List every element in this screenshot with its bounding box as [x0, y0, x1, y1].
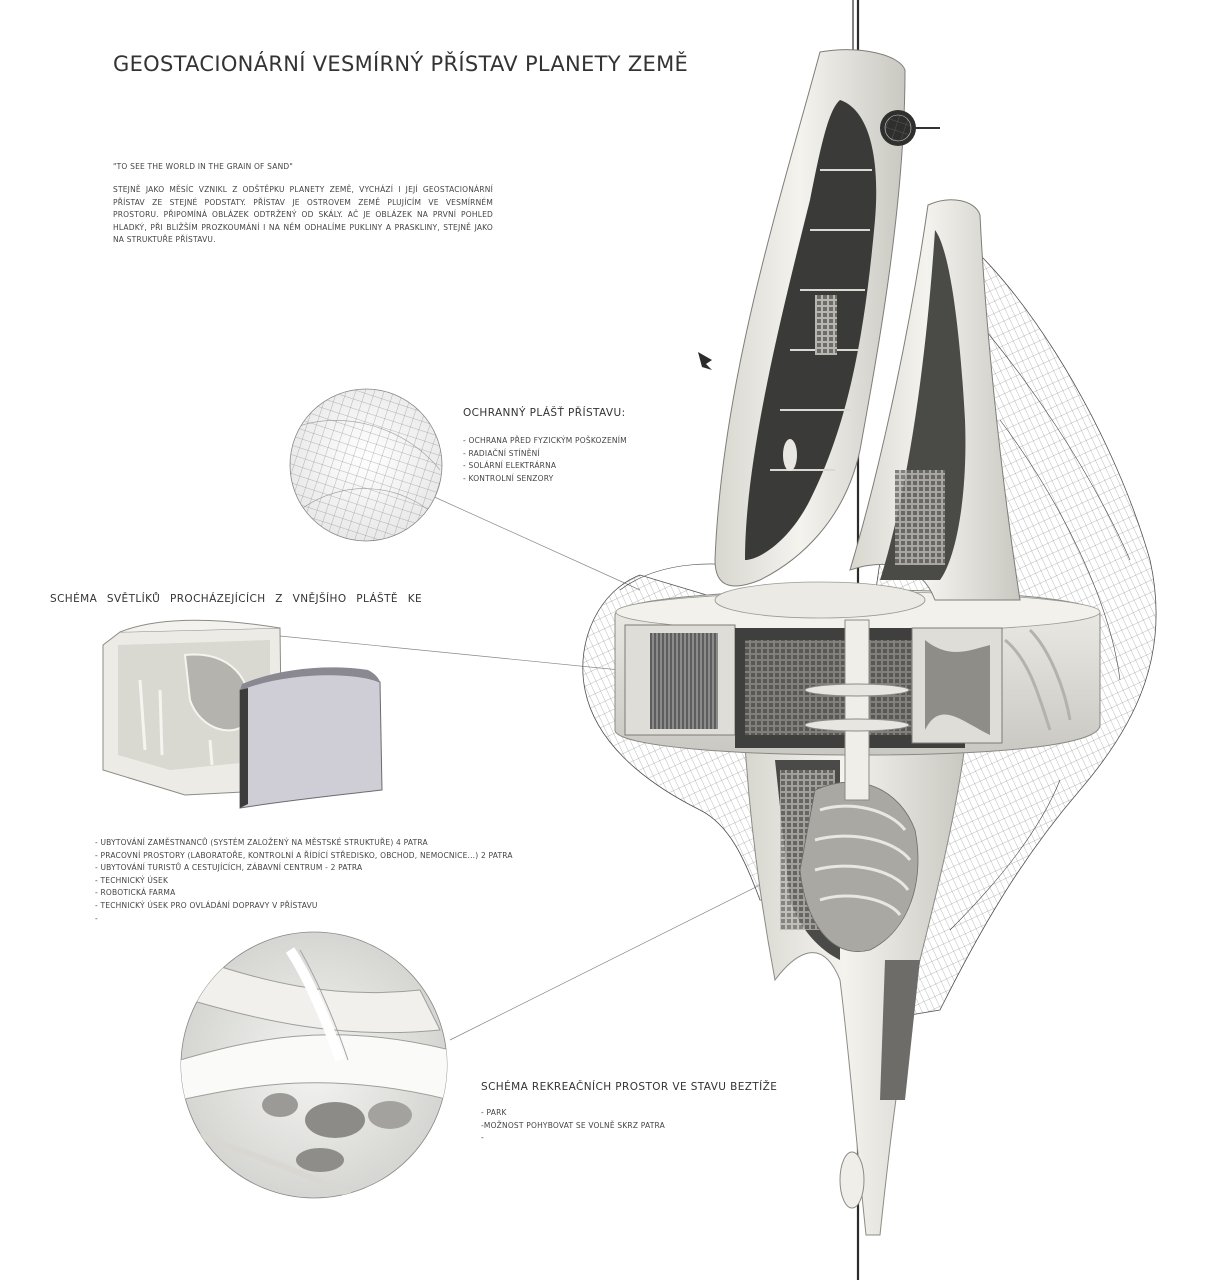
- shell-annotation: OCHRANNÝ PLÁŠŤ PŘÍSTAVU: - OCHRANA PŘED …: [463, 407, 627, 485]
- shell-list: - OCHRANA PŘED FYZICKÝM POŠKOZENÍM - RAD…: [463, 435, 627, 485]
- antenna-module: [880, 110, 940, 146]
- recreation-item: -: [481, 1133, 484, 1143]
- program-item: - UBYTOVÁNÍ ZAMĚSTNANCŮ (SYSTÉM ZALOŽENÝ…: [95, 838, 428, 847]
- shell-detail-bubble: [289, 388, 443, 542]
- page-title: GEOSTACIONÁRNÍ VESMÍRNÝ PŘÍSTAV PLANETY …: [113, 52, 689, 76]
- leader-line-skylights: [279, 635, 641, 673]
- program-item: - TECHNICKÝ ÚSEK: [95, 875, 169, 885]
- intro-paragraph: STEJNĚ JAKO MĚSÍC VZNIKL Z ODŠTĚPKU PLAN…: [113, 185, 493, 245]
- shell-item: - KONTROLNÍ SENZORY: [463, 473, 554, 483]
- recreation-heading: SCHÉMA REKREAČNÍCH PROSTOR VE STAVU BEZT…: [481, 1081, 778, 1093]
- shell-heading: OCHRANNÝ PLÁŠŤ PŘÍSTAVU:: [463, 407, 626, 419]
- recreation-detail-bubble: [180, 931, 448, 1199]
- intro-text: STEJNĚ JAKO MĚSÍC VZNIKL Z ODŠTĚPKU PLAN…: [113, 184, 493, 247]
- shell-item: - RADIAČNÍ STÍNĚNÍ: [463, 448, 540, 458]
- program-list: - UBYTOVÁNÍ ZAMĚSTNANCŮ (SYSTÉM ZALOŽENÝ…: [95, 837, 513, 925]
- program-item: -: [95, 913, 98, 923]
- leader-line-shell: [429, 494, 641, 591]
- recreation-list: - PARK -MOŽNOST POHYBOVAT SE VOLNĚ SKRZ …: [481, 1107, 777, 1145]
- program-item: - ROBOTICKÁ FARMA: [95, 888, 176, 898]
- recreation-item: -MOŽNOST POHYBOVAT SE VOLNĚ SKRZ PATRA: [481, 1120, 665, 1130]
- program-item: - UBYTOVÁNÍ TURISTŮ A CESTUJÍCÍCH, ZÁBAV…: [95, 863, 363, 873]
- quote: "TO SEE THE WORLD IN THE GRAIN OF SAND": [113, 162, 294, 171]
- skylight-schema: [102, 619, 383, 809]
- program-item: - PRACOVNÍ PROSTORY (LABORATOŘE, KONTROL…: [95, 850, 513, 860]
- shuttle-icon: [698, 352, 712, 370]
- lower-hull: [744, 744, 966, 1236]
- upper-fins: [714, 49, 1021, 619]
- shell-item: - SOLÁRNÍ ELEKTRÁRNA: [463, 461, 557, 471]
- recreation-annotation: SCHÉMA REKREAČNÍCH PROSTOR VE STAVU BEZT…: [481, 1081, 777, 1145]
- lower-pod: [839, 1151, 865, 1209]
- main-ring: [614, 589, 1101, 801]
- skylights-heading: SCHÉMA SVĚTLÍKŮ PROCHÁZEJÍCÍCH Z VNĚJŠÍH…: [50, 593, 423, 605]
- recreation-item: - PARK: [481, 1108, 507, 1117]
- shell-item: - OCHRANA PŘED FYZICKÝM POŠKOZENÍM: [463, 436, 627, 445]
- program-item: - TECHNICKÝ ÚSEK PRO OVLÁDÁNÍ DOPRAVY V …: [95, 900, 318, 910]
- leader-line-recreation: [449, 879, 771, 1041]
